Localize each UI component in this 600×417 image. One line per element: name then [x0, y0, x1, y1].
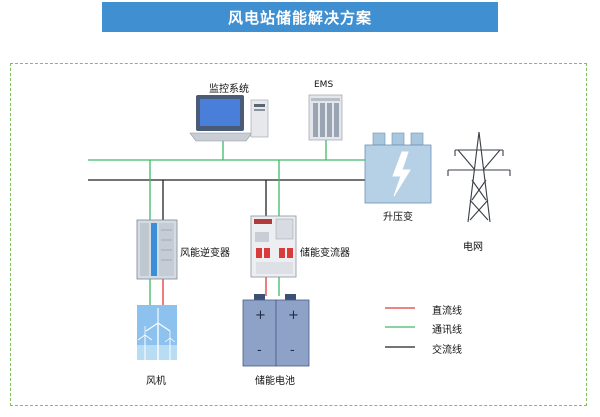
- transmission-tower-icon: [447, 131, 511, 223]
- battery-minus-1: -: [257, 343, 262, 358]
- wind-turbine-image: [137, 305, 177, 360]
- ems-cabinet-icon: [308, 94, 343, 141]
- wind-inverter-label: 风能逆变器: [180, 248, 230, 259]
- grid-label: 电网: [463, 242, 483, 253]
- battery-minus-2: -: [290, 343, 295, 358]
- storage-converter-label: 储能变流器: [300, 248, 350, 259]
- battery-label: 储能电池: [255, 376, 295, 387]
- diagram-frame: [10, 63, 587, 406]
- wind-turbine-label: 风机: [146, 376, 166, 387]
- battery-cells-icon: [242, 294, 310, 367]
- wind-inverter-cabinet-icon: [136, 219, 178, 280]
- storage-converter-cabinet-icon: [250, 215, 297, 278]
- transformer-label: 升压变: [383, 212, 413, 223]
- legend-comm-label: 通讯线: [432, 325, 462, 336]
- ems-label: EMS: [314, 80, 334, 90]
- battery-plus-2: +: [288, 308, 299, 323]
- legend-dc-label: 直流线: [432, 306, 462, 317]
- transformer-icon: [364, 132, 432, 204]
- page-title: 风电站储能解决方案: [227, 8, 372, 27]
- title-banner: 风电站储能解决方案: [102, 2, 498, 32]
- monitoring-system-label: 监控系统: [209, 84, 249, 95]
- monitoring-computer-icon: [189, 95, 269, 142]
- battery-plus-1: +: [255, 308, 266, 323]
- legend-ac-label: 交流线: [432, 345, 462, 356]
